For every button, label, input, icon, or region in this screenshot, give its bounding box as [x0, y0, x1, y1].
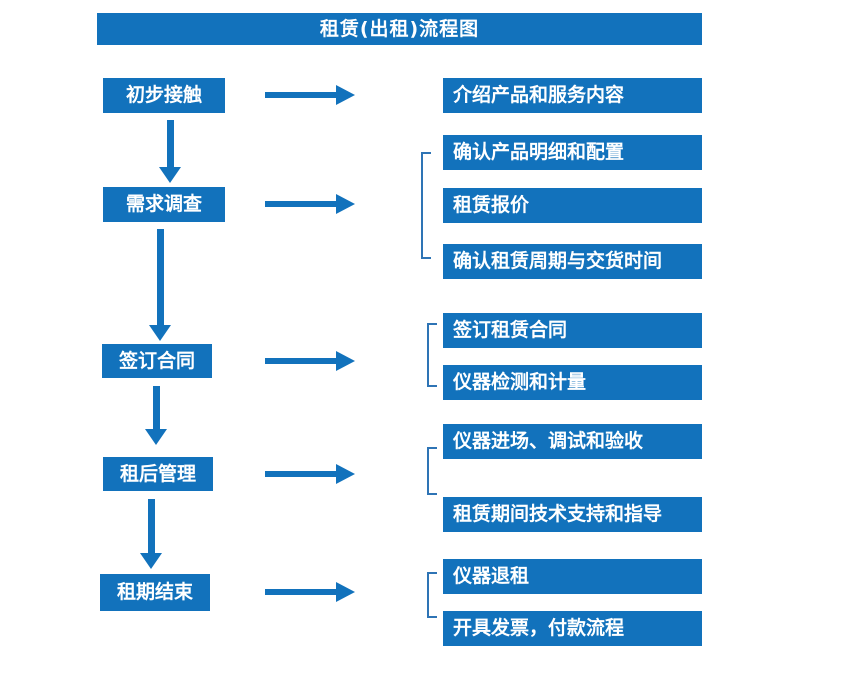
flowchart-title: 租赁(出租)流程图: [97, 13, 702, 45]
arrow-shaft: [265, 358, 336, 364]
arrow-head: [336, 464, 355, 484]
arrow-shaft: [152, 386, 160, 429]
stage-box-initial-contact: 初步接触: [103, 78, 225, 113]
arrow-head: [149, 325, 171, 341]
detail-box: 仪器检测和计量: [443, 365, 702, 400]
detail-box: 确认租赁周期与交货时间: [443, 244, 702, 279]
bracket-post-rental-group: [427, 447, 437, 495]
arrow-shaft: [265, 92, 336, 98]
stage-box-sign-contract: 签订合同: [102, 344, 212, 378]
detail-box: 租赁期间技术支持和指导: [443, 497, 702, 532]
arrow-shaft: [265, 201, 336, 207]
stage-box-rental-end: 租期结束: [100, 574, 210, 611]
arrow-right-icon: [265, 582, 355, 602]
detail-box: 仪器进场、调试和验收: [443, 424, 702, 459]
arrow-head: [336, 85, 355, 105]
arrow-down-icon: [149, 229, 171, 341]
detail-box: 签订租赁合同: [443, 313, 702, 348]
bracket-demand-survey-group: [421, 152, 431, 259]
arrow-down-icon: [159, 120, 181, 183]
arrow-head: [336, 582, 355, 602]
arrow-shaft: [265, 589, 336, 595]
stage-box-post-rental-management: 租后管理: [103, 457, 213, 491]
detail-box: 介绍产品和服务内容: [443, 78, 702, 113]
stage-box-demand-survey: 需求调查: [103, 187, 225, 222]
arrow-shaft: [156, 229, 164, 325]
arrow-down-icon: [140, 499, 162, 569]
bracket-rental-end-group: [427, 572, 437, 618]
arrow-head: [159, 167, 181, 183]
arrow-right-icon: [265, 464, 355, 484]
arrow-head: [145, 429, 167, 445]
detail-box: 租赁报价: [443, 188, 702, 223]
arrow-right-icon: [265, 85, 355, 105]
arrow-head: [336, 351, 355, 371]
arrow-right-icon: [265, 194, 355, 214]
arrow-right-icon: [265, 351, 355, 371]
arrow-shaft: [147, 499, 155, 553]
detail-box: 仪器退租: [443, 559, 702, 594]
arrow-down-icon: [145, 386, 167, 445]
arrow-head: [140, 553, 162, 569]
arrow-shaft: [265, 471, 336, 477]
arrow-shaft: [166, 120, 174, 167]
detail-box: 开具发票，付款流程: [443, 611, 702, 646]
arrow-head: [336, 194, 355, 214]
detail-box: 确认产品明细和配置: [443, 135, 702, 170]
bracket-sign-contract-group: [427, 323, 437, 387]
